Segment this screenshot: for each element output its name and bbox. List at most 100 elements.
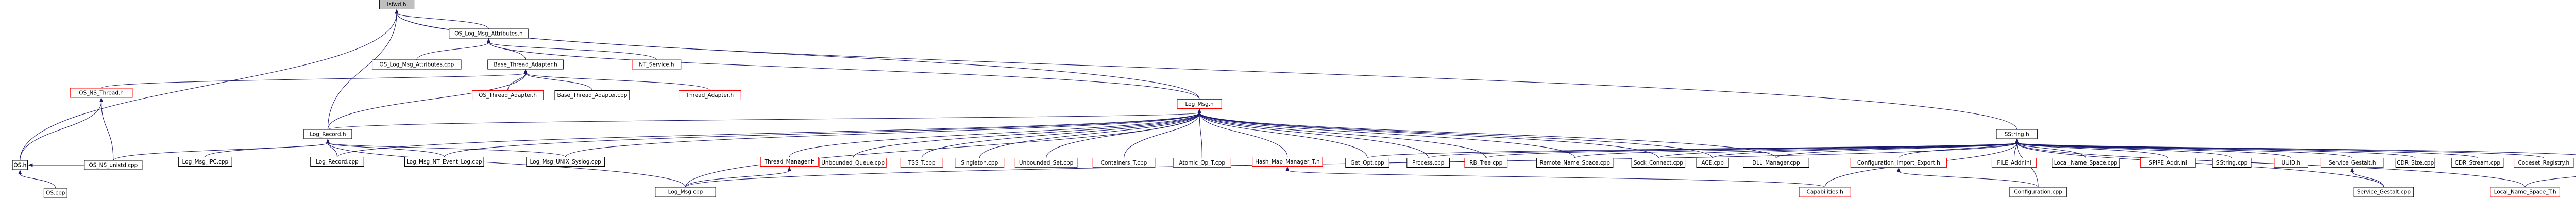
node-box xyxy=(1743,158,1809,168)
node-label: Containers_T.cpp xyxy=(1101,160,1147,166)
node-n7[interactable]: OS.cpp xyxy=(43,188,67,198)
node-n32[interactable]: ACE.cpp xyxy=(1696,158,1729,168)
node-label: Configuration_Import_Export.h xyxy=(1857,160,1940,166)
node-n2[interactable]: OS.h xyxy=(12,160,28,170)
node-box xyxy=(1799,187,1851,197)
node-box xyxy=(2395,158,2435,168)
node-box xyxy=(178,157,232,167)
edge-n45-to-n19 xyxy=(685,166,791,188)
edge-n37-to-n6 xyxy=(2015,139,2168,158)
node-n16[interactable]: Log_Record.cpp xyxy=(310,157,364,167)
edge-n32-to-n6 xyxy=(1712,139,2019,158)
node-label: FILE_Addr.inl xyxy=(1997,160,2031,166)
node-n17[interactable]: Log_Msg_NT_Event_Log.cpp xyxy=(404,157,484,167)
node-label: Log_Msg.h xyxy=(1185,101,1214,107)
edge-n13-to-n9 xyxy=(523,69,592,91)
node-box xyxy=(472,90,544,100)
node-n13[interactable]: Base_Thread_Adapter.cpp xyxy=(554,90,630,100)
node-label: OS_Log_Msg_Attributes.cpp xyxy=(379,62,454,68)
node-n15[interactable]: Log_Msg_IPC.cpp xyxy=(178,157,232,167)
node-label: Capabilities.h xyxy=(1807,189,1843,195)
node-label: Log_Record.h xyxy=(310,132,346,138)
node-box xyxy=(2009,187,2067,197)
edge-n3-to-n4 xyxy=(113,139,330,161)
node-label: Service_Gestalt.h xyxy=(2329,160,2376,166)
edge-n48-to-n40 xyxy=(2350,167,2384,188)
edge-n17-to-n5 xyxy=(444,108,1201,157)
node-label: Get_Opt.cpp xyxy=(1350,160,1384,166)
node-box xyxy=(2451,158,2504,168)
edge-n26-to-n5 xyxy=(1197,108,1288,157)
node-label: SPIPE_Addr.inl xyxy=(2149,160,2187,166)
node-n36[interactable]: Local_Name_Space.cpp xyxy=(2052,158,2120,168)
node-box xyxy=(43,188,67,198)
node-n41[interactable]: CDR_Size.cpp xyxy=(2395,158,2435,168)
node-n0[interactable]: isfwd.h xyxy=(379,0,415,9)
node-n18[interactable]: Log_Msg_UNIX_Syslog.cpp xyxy=(526,157,605,167)
node-n31[interactable]: Sock_Connect.cpp xyxy=(1631,158,1686,168)
node-n28[interactable]: Process.cpp xyxy=(1406,158,1450,168)
node-box xyxy=(2353,187,2414,197)
node-n35: FILE_Addr.inl xyxy=(1991,158,2037,168)
node-n12: OS_Thread_Adapter.h xyxy=(472,90,544,100)
edge-n38-to-n6 xyxy=(2015,139,2232,158)
node-n45[interactable]: Log_Msg.cpp xyxy=(655,187,716,197)
node-box xyxy=(526,157,605,167)
node-label: Configuration.cpp xyxy=(2014,189,2062,195)
node-box xyxy=(84,160,143,170)
node-box xyxy=(310,157,364,167)
node-n27[interactable]: Get_Opt.cpp xyxy=(1345,158,1389,168)
edge-n33-to-n6 xyxy=(1775,139,2019,158)
node-label: NT_Service.h xyxy=(639,62,674,68)
edge-n46-to-n26 xyxy=(1285,166,1825,188)
edge-n27-to-n6 xyxy=(1367,139,2019,158)
node-n19: Thread_Manager.h xyxy=(760,157,819,167)
edge-n5-to-n1 xyxy=(487,38,1200,100)
node-label: SString.h xyxy=(2005,132,2029,138)
node-n22: Singleton.cpp xyxy=(955,158,1005,168)
node-box xyxy=(1252,157,1323,167)
node-n9[interactable]: Base_Thread_Adapter.h xyxy=(487,59,564,70)
edge-n45-to-n5 xyxy=(685,108,1201,188)
node-box xyxy=(554,90,630,100)
node-box xyxy=(1991,158,2037,168)
node-n43: Codeset_Registry.h xyxy=(2514,158,2574,168)
node-n38[interactable]: SString.cpp xyxy=(2212,158,2252,168)
node-box xyxy=(1092,158,1156,168)
node-n4[interactable]: Log_Record.h xyxy=(303,129,352,139)
node-label: Log_Record.cpp xyxy=(316,159,359,165)
node-label: OS_Log_Msg_Attributes.h xyxy=(454,31,522,37)
node-label: Log_Msg.cpp xyxy=(668,189,703,195)
node-label: Log_Msg_UNIX_Syslog.cpp xyxy=(530,159,602,165)
node-box xyxy=(2212,158,2252,168)
edge-n19-to-n5 xyxy=(789,108,1201,157)
node-label: SString.cpp xyxy=(2216,160,2248,166)
node-n3[interactable]: OS_NS_unistd.cpp xyxy=(84,160,143,170)
node-n1[interactable]: OS_Log_Msg_Attributes.h xyxy=(449,28,529,39)
node-label: Remote_Name_Space.cpp xyxy=(1540,160,1611,166)
node-n42[interactable]: CDR_Stream.cpp xyxy=(2451,158,2504,168)
node-label: DLL_Manager.cpp xyxy=(1752,160,1800,166)
node-label: Unbounded_Queue.cpp xyxy=(821,160,885,166)
node-box xyxy=(379,0,415,9)
node-n30[interactable]: Remote_Name_Space.cpp xyxy=(1536,158,1614,168)
node-n25: Atomic_Op_T.cpp xyxy=(1173,158,1231,168)
node-label: Hash_Map_Manager_T.h xyxy=(1255,159,1320,165)
edge-n2-to-n0 xyxy=(20,9,399,161)
node-n8[interactable]: OS_Log_Msg_Attributes.cpp xyxy=(372,59,462,70)
edge-n45-to-n4 xyxy=(326,139,686,188)
node-n21: TSS_T.cpp xyxy=(900,158,943,168)
node-n33[interactable]: DLL_Manager.cpp xyxy=(1743,158,1809,168)
node-n6[interactable]: SString.h xyxy=(1996,129,2038,139)
node-label: CDR_Stream.cpp xyxy=(2455,160,2501,166)
node-label: Log_Msg_IPC.cpp xyxy=(182,159,229,165)
node-box xyxy=(1996,129,2038,139)
node-box xyxy=(632,59,682,70)
node-n48[interactable]: Service_Gestalt.cpp xyxy=(2353,187,2414,197)
edge-n1-to-n0 xyxy=(395,9,489,29)
node-label: OS_NS_unistd.cpp xyxy=(89,162,138,169)
edge-n16-to-n5 xyxy=(336,108,1201,157)
node-n47[interactable]: Configuration.cpp xyxy=(2009,187,2067,197)
node-label: Unbounded_Set.cpp xyxy=(1019,160,1074,166)
node-n39: UUID.h xyxy=(2274,158,2308,168)
